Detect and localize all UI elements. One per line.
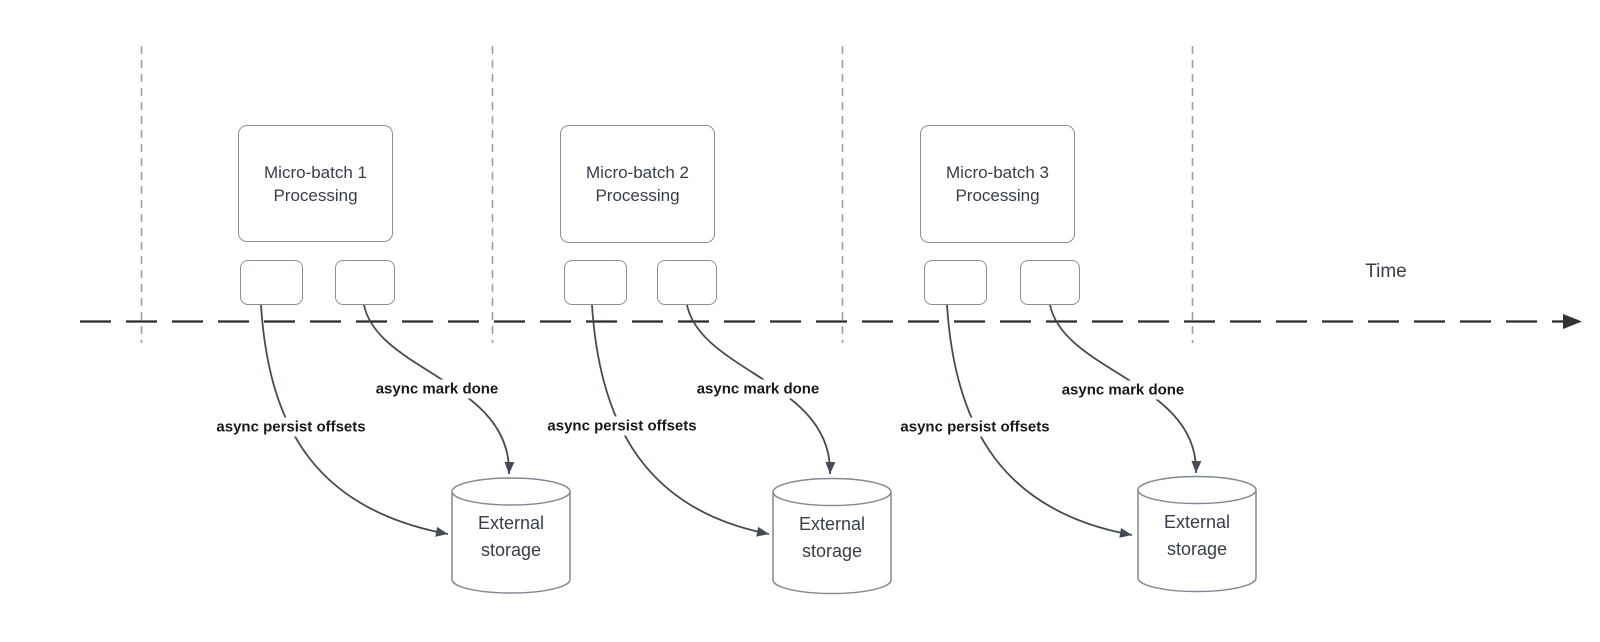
external-storage-cylinder-2 — [772, 477, 892, 595]
persist-offsets-label-1: async persist offsets — [213, 417, 369, 437]
persist-offsets-label-2: async persist offsets — [544, 416, 700, 436]
external-storage-cylinder-1 — [451, 477, 571, 594]
async-task-box-1b — [335, 260, 395, 305]
async-task-box-3b — [1020, 260, 1080, 305]
micro-batch-2-title: Micro-batch 2 — [586, 163, 689, 182]
micro-batch-1-title: Micro-batch 1 — [264, 162, 367, 182]
time-axis-arrowhead-icon — [1563, 314, 1582, 329]
async-task-box-2a — [564, 260, 627, 305]
persist-offsets-label-3: async persist offsets — [897, 417, 1053, 437]
async-task-box-3a — [924, 260, 987, 305]
micro-batch-1-processing-box: Micro-batch 1 Processing — [238, 125, 393, 242]
micro-batch-3-processing-box: Micro-batch 3 Processing — [920, 125, 1075, 243]
async-task-box-2b — [657, 260, 717, 305]
mark-done-arrow-3 — [1049, 304, 1202, 474]
micro-batch-2-processing-box: Micro-batch 2 Processing — [560, 125, 715, 243]
micro-batch-3-subtitle: Processing — [955, 186, 1040, 205]
external-storage-label-1: External storage — [477, 513, 545, 560]
mark-done-label-1: async mark done — [372, 379, 502, 399]
persist-offsets-arrow-3 — [946, 304, 1133, 538]
micro-batch-3-title: Micro-batch 3 — [946, 163, 1049, 182]
async-task-box-1a — [240, 260, 303, 305]
mark-done-label-2: async mark done — [693, 379, 823, 399]
micro-batch-2-subtitle: Processing — [595, 186, 680, 205]
persist-offsets-arrow-2 — [591, 304, 770, 537]
time-axis-label: Time — [1365, 261, 1407, 282]
external-storage-label-3: External storage — [1163, 512, 1231, 559]
external-storage-label-2: External storage — [798, 514, 866, 561]
micro-batch-1-subtitle: Processing — [273, 185, 358, 205]
external-storage-cylinder-3 — [1137, 475, 1257, 593]
mark-done-label-3: async mark done — [1058, 380, 1188, 400]
persist-offsets-arrow-1 — [260, 304, 449, 537]
